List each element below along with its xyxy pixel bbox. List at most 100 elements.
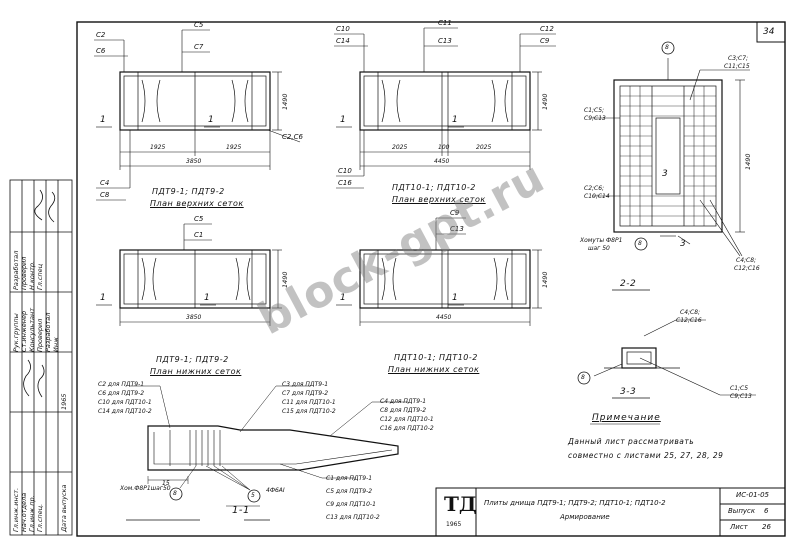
plan-bottom-right-caption-2: План нижних сеток <box>388 365 480 374</box>
section-end-label-c12c16: С12;С16 <box>734 265 760 272</box>
title-block-issue-label: Выпуск <box>728 507 756 515</box>
section-11-right-item: С12 для ПДТ10-1 <box>380 416 434 423</box>
title-block-title-2: Армирование <box>560 513 610 521</box>
plan-bottom-right-mark-1b: 1 <box>452 293 458 303</box>
sheet-number: 34 <box>763 27 775 37</box>
section-end-label-c2c6: С2;С6; <box>584 185 605 192</box>
plan-top-right-label-c16: С16 <box>338 179 352 187</box>
side-stamp-row: Нач.отдела <box>20 492 28 532</box>
plan-bottom-right <box>359 249 531 309</box>
section-11-title: 1-1 <box>232 505 250 516</box>
plan-top-left-label-c8: С8 <box>100 191 110 199</box>
plan-bottom-right-mark-1a: 1 <box>340 293 346 303</box>
plan-bottom-right-dim-height: 1490 <box>541 271 549 288</box>
title-block-code: ИС-01-05 <box>736 491 769 499</box>
plan-top-right-dim-height: 1490 <box>541 93 549 110</box>
plan-top-right-label-c12: С12 <box>540 25 554 33</box>
side-stamp-row: Инж <box>52 337 60 352</box>
side-stamp-year: 1965 <box>60 393 68 410</box>
note-heading: Примечание <box>592 413 661 423</box>
section-11-right-item: С8 для ПДТ9-2 <box>380 407 427 414</box>
side-stamp-row: Гл.спец <box>36 263 44 290</box>
plan-top-left-dim-right: 1925 <box>226 144 242 151</box>
plan-bottom-left-mark-1a: 1 <box>100 293 106 303</box>
plan-bottom-left-dims <box>96 223 282 326</box>
section-33-label-c1c5: С1;С5 <box>730 385 749 392</box>
plan-top-left-caption-1: ПДТ9-1; ПДТ9-2 <box>152 187 225 196</box>
side-stamp-row: Н.контр. <box>28 260 36 290</box>
callout-8-33: 8 <box>581 374 585 381</box>
section-11-left-item: С2 для ПДТ9-1 <box>98 381 145 388</box>
callout-5-11: 5 <box>251 492 255 499</box>
side-stamp-row: Рук.группы <box>12 313 20 352</box>
title-block-issue: 6 <box>764 507 769 515</box>
plan-bottom-right-label-c9: С9 <box>450 209 460 217</box>
section-11-bottom-list: С1 для ПДТ9-1 С5 для ПДТ9-2 С9 для ПДТ10… <box>326 472 380 524</box>
section-end-mark-3a: 3 <box>662 169 668 179</box>
section-end-label-c4c8: С4;С8; <box>736 257 757 264</box>
plan-top-right-label-c13: С13 <box>438 37 452 45</box>
title-block-sheet-label: Лист <box>730 523 748 531</box>
side-stamp-row: Консультант <box>28 307 36 352</box>
plan-top-right-label-c10b: С10 <box>338 167 352 175</box>
section-end-hatch <box>592 58 750 257</box>
sheet-frame <box>76 21 786 537</box>
side-stamp-row: Гл.спец. <box>36 503 44 532</box>
section-11 <box>147 425 399 471</box>
plan-top-left-label-c2: С2 <box>96 31 106 39</box>
section-11-mid-item: С11 для ПДТ10-1 <box>282 399 336 406</box>
plan-bottom-right-caption-1: ПДТ10-1; ПДТ10-2 <box>394 353 478 362</box>
section-11-left-item: С6 для ПДТ9-2 <box>98 390 145 397</box>
plan-top-left-mark-1b: 1 <box>208 115 214 125</box>
section-end-label-c3c7: С3;С7; <box>728 55 749 62</box>
plan-bottom-left-caption-2: План нижних сеток <box>150 367 242 376</box>
section-11-mid-item: С15 для ПДТ10-2 <box>282 408 336 415</box>
section-11-right-list: С4 для ПДТ9-1 С8 для ПДТ9-2 С12 для ПДТ1… <box>380 397 434 433</box>
plan-bottom-right-dims <box>336 217 542 326</box>
side-stamp-row: Проверил <box>36 318 44 352</box>
section-end-mark-3b: 3 <box>680 239 686 249</box>
plan-top-left-label-c2c6: С2,С6 <box>282 133 303 141</box>
plan-top-right-label-c10: С10 <box>336 25 350 33</box>
title-block-logo: ТД <box>444 492 477 516</box>
plan-top-right-dim-total: 4450 <box>434 158 450 165</box>
plan-top-right-dim-mid: 100 <box>438 144 450 151</box>
section-end-callout-top <box>661 41 675 55</box>
plan-bottom-left-label-c5: С5 <box>194 215 204 223</box>
plan-top-left-dim-left: 1925 <box>150 144 166 151</box>
section-33-title: 3-3 <box>620 387 637 397</box>
section-33-callout <box>577 371 591 385</box>
section-11-bottom-item: С1 для ПДТ9-1 <box>326 475 373 482</box>
side-stamp-row: Разработал <box>12 250 20 290</box>
side-stamp-grid <box>9 179 73 536</box>
section-end-label-c10c14: С10;С14 <box>584 193 610 200</box>
plan-top-left-label-c7: С7 <box>194 43 204 51</box>
side-stamp-row: Ст.инженер <box>20 310 28 352</box>
callout-8-11: 8 <box>173 490 177 497</box>
plan-top-left-caption-2: План верхних сеток <box>150 199 244 208</box>
section-11-bar: 4Ф6АI <box>266 487 285 494</box>
section-11-right-item: С16 для ПДТ10-2 <box>380 425 434 432</box>
callout-8-top: 8 <box>665 44 669 51</box>
section-33-label-c12c16: С12;С16 <box>676 317 702 324</box>
title-block-title-1: Плиты днища ПДТ9-1; ПДТ9-2; ПДТ10-1; ПДТ… <box>484 499 666 507</box>
section-end-label-c1c5: С1;С5; <box>584 107 605 114</box>
section-11-bottom-item: С13 для ПДТ10-2 <box>326 514 380 521</box>
section-end-clamp: Хомуты Ф8Р1 <box>580 237 623 244</box>
section-33-label-c9c13: С9;С13 <box>730 393 752 400</box>
plan-top-left <box>119 71 271 131</box>
section-end-callout-bottom <box>634 237 648 251</box>
plan-top-left-dims <box>94 29 301 201</box>
section-11-mid-item: С3 для ПДТ9-1 <box>282 381 329 388</box>
plan-bottom-left-dim-total: 3850 <box>186 314 202 321</box>
plan-top-left-label-c4: С4 <box>100 179 110 187</box>
section-end-label-c11c15: С11;С15 <box>724 63 750 70</box>
section-11-callout-5 <box>247 489 261 503</box>
plan-top-right-label-c11: С11 <box>438 19 452 27</box>
plan-bottom-left-mark-1b: 1 <box>204 293 210 303</box>
plan-top-right-dim-left: 2025 <box>392 144 408 151</box>
note-line-1: Данный лист рассматривать <box>568 437 695 446</box>
plan-top-right-dim-right: 2025 <box>476 144 492 151</box>
section-end-dim-height: 1490 <box>744 153 752 170</box>
